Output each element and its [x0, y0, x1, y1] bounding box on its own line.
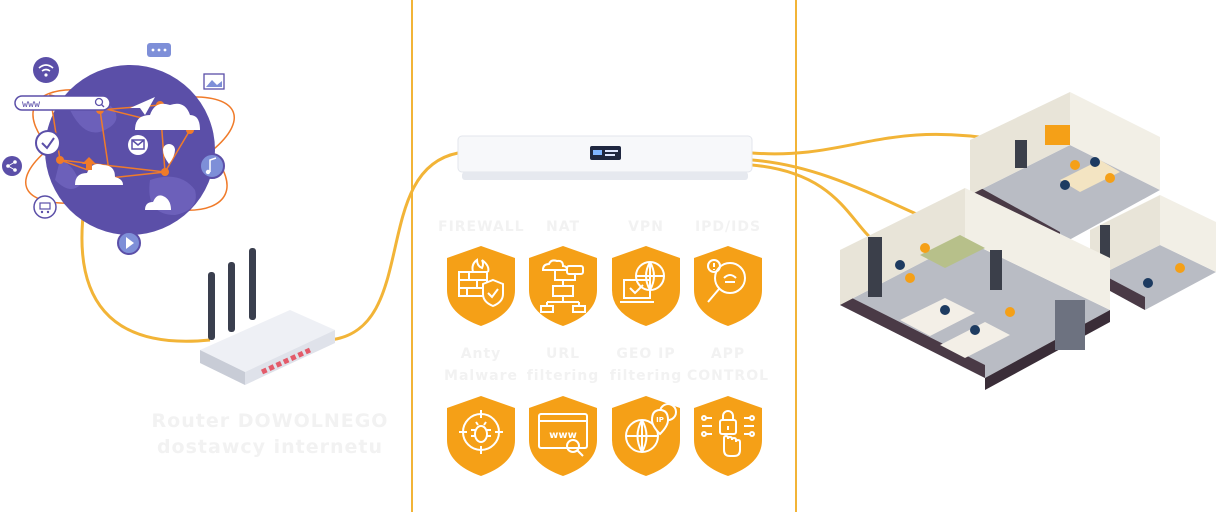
cloud-icon [75, 164, 123, 185]
play-icon [117, 231, 141, 255]
intrusion-detection-icon [694, 246, 762, 326]
router-caption: Router DOWOLNEGO dostawcy internetu [151, 410, 389, 458]
divider-right [795, 0, 797, 512]
firewall-icon [447, 246, 515, 326]
feature-label-geo-ip-filtering: GEO IP filtering [609, 346, 683, 384]
cloud-icon [145, 195, 171, 210]
search-bar-text: www [22, 99, 41, 110]
nat-network-icon [529, 246, 597, 326]
malware-bug-icon [447, 396, 515, 476]
svg-text:www: www [549, 430, 577, 441]
divider-left [411, 0, 413, 512]
feature-label-url-filtering: URL filtering [526, 346, 600, 384]
image-icon [203, 73, 225, 90]
feature-label-anty-malware: Anty Malware [444, 346, 518, 384]
shield-check-icon [35, 130, 61, 156]
feature-label-firewall: FIREWALL [438, 219, 525, 235]
cable-globe-router [80, 199, 211, 343]
music-icon [199, 153, 225, 179]
location-pin-icon [163, 144, 175, 164]
wifi-icon [33, 57, 59, 83]
office-illustration [840, 92, 1216, 390]
shopping-cart-icon [33, 195, 57, 219]
cable-router-gateway [329, 151, 459, 342]
download-icon [82, 157, 96, 170]
paper-plane-icon [130, 97, 155, 115]
share-icon [2, 156, 22, 176]
feature-label-nat: NAT [545, 219, 580, 235]
device-display [590, 146, 621, 160]
cable-gateway-office-top [751, 132, 1001, 156]
isp-router-illustration [200, 248, 335, 385]
url-www-icon: www [529, 396, 597, 476]
geo-ip-globe-icon: IP [612, 396, 680, 476]
cloud-icon [135, 103, 200, 130]
feature-label-vpn: VPN [628, 219, 664, 235]
chat-bubble-icon [147, 43, 171, 57]
svg-text:IP: IP [656, 416, 664, 424]
vpn-globe-laptop-icon [612, 246, 680, 326]
search-icon [94, 97, 104, 107]
feature-label-ipd-ids: IPD/IDS [694, 219, 762, 235]
app-control-hand-icon [694, 396, 762, 476]
search-bar: www [14, 95, 111, 111]
security-gateway-device [457, 135, 753, 180]
email-icon [128, 135, 148, 155]
internet-globe-illustration: www [2, 43, 236, 255]
feature-label-app-control: APP CONTROL [686, 346, 770, 384]
